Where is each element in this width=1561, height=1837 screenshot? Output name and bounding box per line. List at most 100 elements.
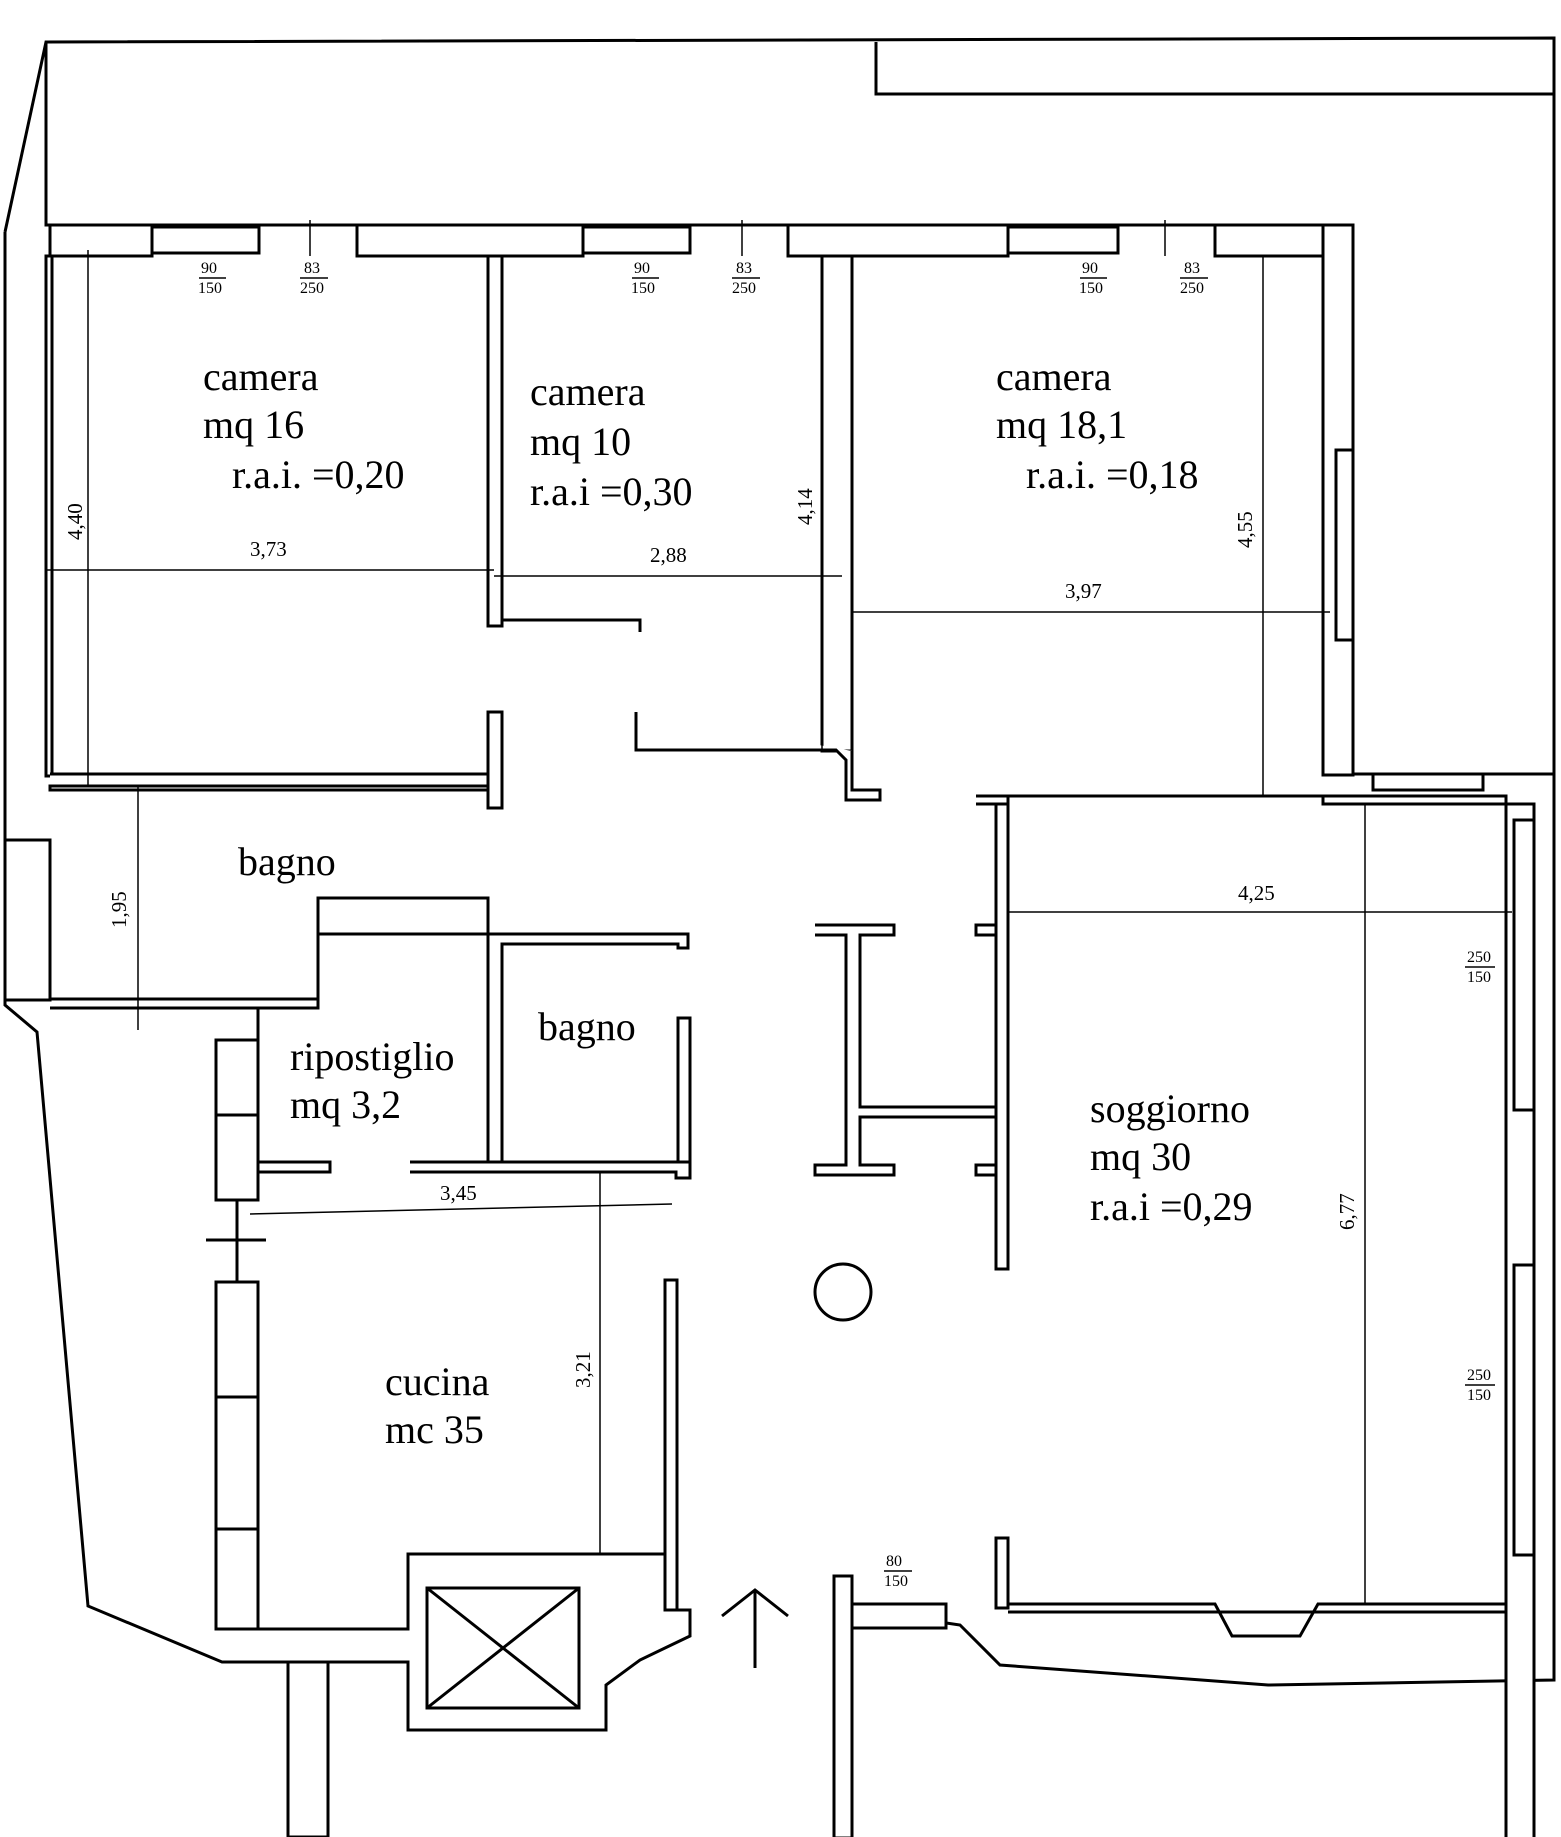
dim-soggiorno-width: 4,25 bbox=[1238, 881, 1275, 905]
window-250-150-b bbox=[1512, 1263, 1536, 1557]
window-label-90-150: 90 150 bbox=[1079, 260, 1107, 297]
central-partition bbox=[813, 923, 998, 1177]
frac-den: 150 bbox=[1467, 1387, 1491, 1404]
window-label-90-150: 90 150 bbox=[631, 260, 659, 297]
room-area-camera-3: mq 18,1 bbox=[996, 402, 1127, 447]
room-area-camera-1: mq 16 bbox=[203, 402, 304, 447]
frac-den: 250 bbox=[300, 280, 324, 297]
wall-corridor-top bbox=[634, 712, 882, 802]
window-ripostiglio bbox=[214, 1038, 260, 1117]
door-label-83-250: 83 250 bbox=[732, 260, 760, 297]
room-name-cucina: cucina bbox=[385, 1359, 490, 1404]
frac-den: 150 bbox=[884, 1573, 908, 1590]
room-area-soggiorno: mq 30 bbox=[1090, 1134, 1191, 1179]
wall-soggiorno-left bbox=[994, 802, 1010, 1271]
room-rai-camera-2: r.a.i =0,30 bbox=[530, 469, 693, 514]
wall-left bbox=[44, 254, 54, 778]
wall-camera2-camera3 bbox=[820, 254, 854, 753]
dim-cucina-width: 3,45 bbox=[440, 1181, 477, 1205]
wall-cucina-right bbox=[663, 1278, 679, 1612]
wall-segment bbox=[214, 1113, 260, 1202]
courtyard-wall bbox=[874, 42, 1554, 96]
window-250-150-a bbox=[1512, 818, 1536, 1112]
wall-stub bbox=[502, 618, 642, 632]
outer-wall-right bbox=[857, 774, 1556, 1687]
frac-num: 250 bbox=[1467, 949, 1491, 966]
room-name-camera-2: camera bbox=[530, 369, 646, 414]
dimension-lines bbox=[46, 220, 1512, 1604]
opening-labels: 90 150 83 250 90 150 83 250 90 150 83 25… bbox=[198, 260, 1495, 1590]
wall-corner bbox=[976, 794, 1010, 806]
dim-bagno-height: 1,95 bbox=[107, 891, 131, 928]
dim-camera2-height: 4,14 bbox=[793, 488, 817, 525]
window-courtyard bbox=[1371, 772, 1485, 792]
room-labels: camera mq 16 r.a.i. =0,20 camera mq 10 r… bbox=[203, 354, 1253, 1452]
round-column bbox=[813, 1262, 873, 1322]
window-label-250-150: 250 150 bbox=[1465, 1367, 1495, 1404]
frac-num: 83 bbox=[736, 260, 752, 277]
window-cucina-b bbox=[214, 1395, 260, 1531]
door-label-83-250: 83 250 bbox=[300, 260, 328, 297]
wall-segment bbox=[214, 1527, 260, 1631]
wall-entrance-right bbox=[832, 1574, 854, 1837]
wall-bagno2-right bbox=[676, 1016, 692, 1180]
room-area-cucina: mc 35 bbox=[385, 1407, 484, 1452]
room-name-bagno-1: bagno bbox=[238, 839, 336, 884]
room-name-camera-3: camera bbox=[996, 354, 1112, 399]
wall-camera3-bottom bbox=[976, 794, 1508, 806]
window-label-250-150: 250 150 bbox=[1465, 949, 1495, 986]
wall-stub bbox=[974, 923, 998, 937]
wall-camera1-camera2 bbox=[486, 254, 504, 628]
window-label-90-150: 90 150 bbox=[198, 260, 226, 297]
room-area-ripostiglio: mq 3,2 bbox=[290, 1082, 401, 1127]
wall-soggiorno-bottom bbox=[1008, 1602, 1508, 1638]
wall-bagno2-bottom bbox=[410, 1160, 692, 1180]
frac-den: 150 bbox=[1079, 280, 1103, 297]
dimension-labels: 4,40 3,73 2,88 4,14 3,97 4,55 1,95 4,25 … bbox=[63, 488, 1359, 1388]
frac-den: 150 bbox=[1467, 969, 1491, 986]
frac-den: 250 bbox=[732, 280, 756, 297]
room-name-bagno-2: bagno bbox=[538, 1004, 636, 1049]
wall-bagno-top bbox=[48, 784, 490, 792]
top-wall-line bbox=[44, 42, 1214, 227]
room-name-soggiorno: soggiorno bbox=[1090, 1086, 1250, 1131]
wall-bagno-stub bbox=[486, 710, 504, 810]
stair-cross-b bbox=[426, 1586, 580, 1710]
window-right-camera3 bbox=[1334, 448, 1355, 642]
wall-segment bbox=[786, 223, 1010, 258]
interior-walls bbox=[3, 223, 1536, 1837]
window-bagno bbox=[3, 838, 52, 1002]
wall-stub bbox=[974, 1163, 998, 1177]
wall-segment bbox=[355, 223, 585, 258]
frac-den: 150 bbox=[631, 280, 655, 297]
wall-segment bbox=[48, 223, 154, 258]
room-area-camera-2: mq 10 bbox=[530, 419, 631, 464]
entrance-arrow-icon bbox=[721, 1588, 789, 1668]
frac-num: 83 bbox=[304, 260, 320, 277]
wall-soggiorno-stub bbox=[994, 1536, 1010, 1610]
room-rai-soggiorno: r.a.i =0,29 bbox=[1090, 1184, 1253, 1229]
dim-camera3-height: 4,55 bbox=[1233, 511, 1257, 548]
dim-cucina-height: 3,21 bbox=[571, 1351, 595, 1388]
door-label-80-150: 80 150 bbox=[884, 1553, 912, 1590]
wall-segment bbox=[1213, 223, 1325, 258]
door-label-83-250: 83 250 bbox=[1180, 260, 1208, 297]
dim-line-cucina-width bbox=[249, 1203, 673, 1215]
dim-camera3-width: 3,97 bbox=[1065, 579, 1102, 603]
wall-camera1-bottom bbox=[50, 772, 490, 788]
window-90-150-b bbox=[581, 225, 692, 255]
frac-den: 150 bbox=[198, 280, 222, 297]
door-80-150 bbox=[850, 1602, 948, 1630]
frac-den: 250 bbox=[1180, 280, 1204, 297]
room-name-ripostiglio: ripostiglio bbox=[290, 1034, 454, 1079]
dim-camera1-height: 4,40 bbox=[63, 503, 87, 540]
window-90-150-c bbox=[1006, 225, 1120, 255]
window-90-150-a bbox=[150, 225, 261, 255]
dim-soggiorno-height: 6,77 bbox=[1335, 1193, 1359, 1230]
frac-num: 80 bbox=[886, 1553, 902, 1570]
room-rai-camera-1: r.a.i. =0,20 bbox=[232, 452, 405, 497]
room-name-camera-1: camera bbox=[203, 354, 319, 399]
room-rai-camera-3: r.a.i. =0,18 bbox=[1026, 452, 1199, 497]
frac-num: 90 bbox=[1082, 260, 1098, 277]
